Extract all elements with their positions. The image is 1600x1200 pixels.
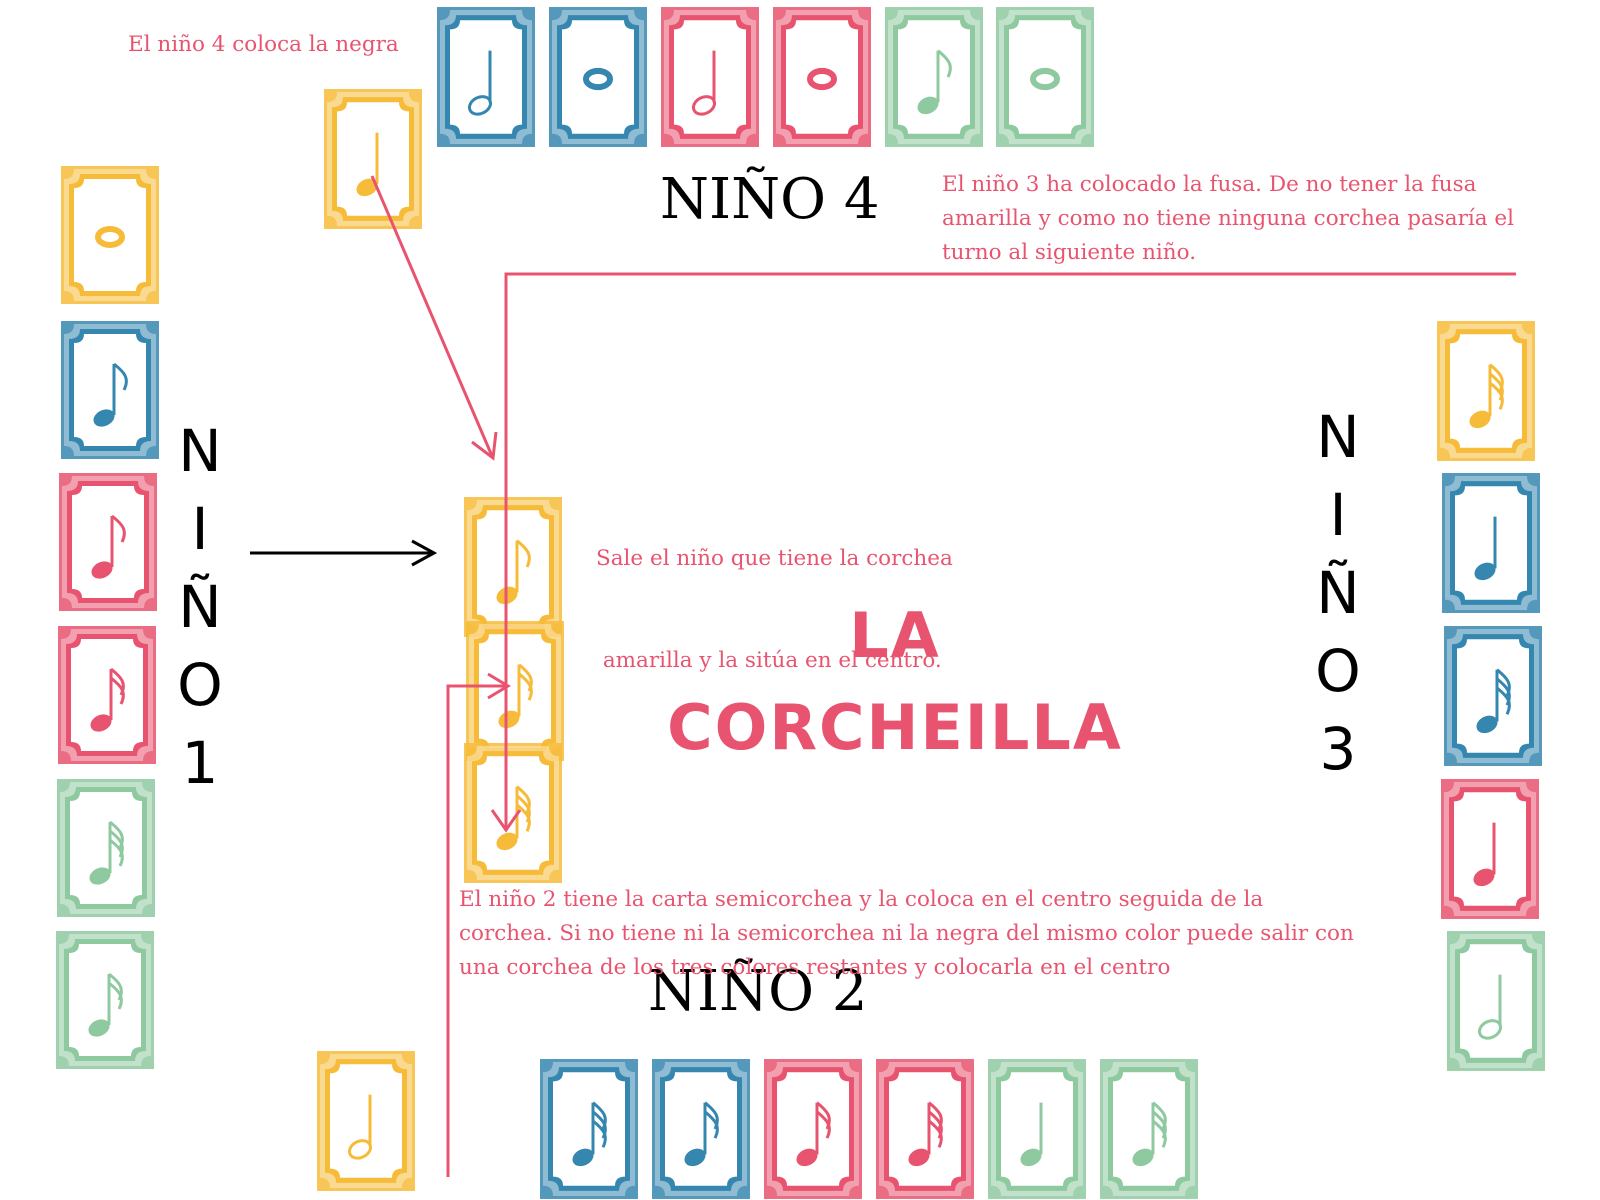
player-1-hand-yellow-whole-card[interactable] <box>60 165 160 305</box>
player-3-letter: O <box>1315 637 1361 705</box>
center-pile-yellow-thirtysecond-card[interactable] <box>463 742 563 884</box>
player-1-hand-blue-eighth-card[interactable] <box>60 320 160 460</box>
player-3-hand-pink-quarter-card[interactable] <box>1440 778 1540 920</box>
player-1-hand-green-sixteenth-card[interactable] <box>55 930 155 1070</box>
title-line-2: CORCHEILLA <box>667 691 1123 764</box>
player-3-hand-blue-thirtysecond-card[interactable] <box>1443 625 1543 767</box>
player-4-hand-blue-half-card[interactable] <box>436 6 536 148</box>
player-4-hand-blue-whole-card[interactable] <box>548 6 648 148</box>
player-1-hand-green-thirtysecond-card[interactable] <box>56 778 156 918</box>
player-3-letter: Ñ <box>1316 559 1360 627</box>
player-2-played-yellow-half-card[interactable] <box>316 1050 416 1192</box>
player-1-letter: Ñ <box>178 573 222 641</box>
arrow-player-4 <box>370 175 498 461</box>
center-pile-yellow-eighth-card[interactable] <box>463 496 563 638</box>
note-line: Sale el niño que tiene la corchea <box>596 546 953 571</box>
player-2-hand-pink-thirtysecond-card[interactable] <box>875 1058 975 1200</box>
player-3-label: N I Ñ O 3 <box>1303 398 1373 788</box>
note-line: El niño 3 ha colocado la fusa. De no ten… <box>942 172 1477 197</box>
player-4-played-yellow-quarter-card[interactable] <box>323 88 423 230</box>
player-3-letter: I <box>1329 481 1347 549</box>
player-4-label: NIÑO 4 <box>660 167 880 232</box>
player-1-letter: O <box>177 651 223 719</box>
player-3-hand-green-half-card[interactable] <box>1446 930 1546 1072</box>
player-1-letter: 1 <box>181 729 219 797</box>
title-line-1: LA <box>849 599 941 672</box>
arrow-player-1 <box>250 539 438 567</box>
game-title: LA CORCHEILLA <box>660 590 1130 774</box>
player-4-hand-pink-whole-card[interactable] <box>772 6 872 148</box>
player-3-hand-blue-quarter-card[interactable] <box>1441 472 1541 614</box>
note-line: una corchea de los tres colores restante… <box>459 955 1171 980</box>
player-1-hand-pink-sixteenth-card[interactable] <box>57 625 157 765</box>
arrow-player-3 <box>490 272 1516 833</box>
player-1-letter: I <box>191 495 209 563</box>
player-2-label: NIÑO 2 <box>648 959 868 1024</box>
player-3-letter: 3 <box>1319 715 1357 783</box>
player-2-hand-blue-thirtysecond-card[interactable] <box>539 1058 639 1200</box>
note-line: amarilla y la sitúa en el centro. <box>596 648 942 673</box>
note-line: El niño 2 tiene la carta semicorchea y l… <box>459 887 1264 912</box>
player-1-hand-pink-eighth-card[interactable] <box>58 472 158 612</box>
note-player-1: Sale el niño que tiene la corchea amaril… <box>596 474 953 746</box>
note-line: corchea. Si no tiene ni la semicorchea n… <box>459 921 1354 946</box>
player-3-hand-yellow-thirtysecond-card[interactable] <box>1436 320 1536 462</box>
player-4-hand-pink-half-card[interactable] <box>660 6 760 148</box>
note-line: amarilla y como no tiene ninguna corchea… <box>942 206 1515 231</box>
player-1-label: N I Ñ O 1 <box>165 412 235 802</box>
player-1-letter: N <box>178 417 222 485</box>
arrow-player-2 <box>446 672 511 1177</box>
note-player-4: El niño 4 coloca la negra <box>128 32 399 57</box>
player-3-letter: N <box>1316 403 1360 471</box>
player-4-hand-green-whole-card[interactable] <box>995 6 1095 148</box>
player-4-hand-green-eighth-card[interactable] <box>884 6 984 148</box>
player-2-hand-pink-sixteenth-card[interactable] <box>763 1058 863 1200</box>
center-pile-yellow-sixteenth-card[interactable] <box>465 620 565 762</box>
note-player-2: El niño 2 tiene la carta semicorchea y l… <box>459 883 1354 985</box>
player-2-hand-green-thirtysecond-card[interactable] <box>1099 1058 1199 1200</box>
note-player-3: El niño 3 ha colocado la fusa. De no ten… <box>942 168 1514 270</box>
player-2-hand-blue-sixteenth-card[interactable] <box>651 1058 751 1200</box>
note-line: turno al siguiente niño. <box>942 240 1197 265</box>
player-2-hand-green-quarter-card[interactable] <box>987 1058 1087 1200</box>
